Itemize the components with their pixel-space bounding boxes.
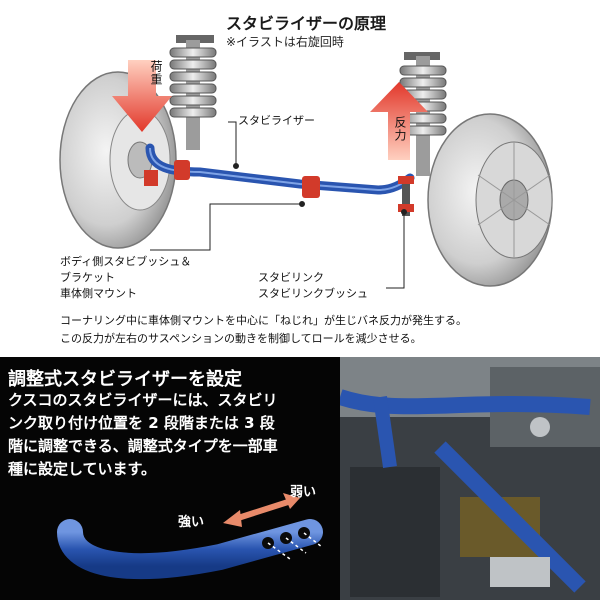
explanation-line-1: コーナリング中に車体側マウントを中心に「ねじれ」が生じバネ反力が発生する。 <box>60 314 467 327</box>
strong-tag: 強い <box>178 515 205 530</box>
load-label: 荷重 <box>149 60 163 86</box>
reaction-label: 反力 <box>393 116 407 142</box>
panel-body-line: 階に調整できる、調整式タイプを一部車 <box>8 437 278 455</box>
stabilizer-label: スタビライザー <box>238 114 315 127</box>
panel-title: 調整式スタビライザーを設定 <box>8 369 242 390</box>
stabilizer-principle-diagram: スタビライザーの原理 ※イラストは右旋回時 荷重 反力 スタビライザー ボディ側… <box>59 14 553 345</box>
weak-tag: 弱い <box>290 485 317 500</box>
diagram-subtitle: ※イラストは右旋回時 <box>226 35 344 49</box>
right-tire <box>427 113 553 287</box>
panel-body-line: 種に設定しています。 <box>8 460 157 478</box>
bush-left <box>174 160 190 180</box>
body-bush-label-2: ブラケット <box>60 271 115 284</box>
suspension-photo <box>340 357 600 600</box>
panel-body-line: クスコのスタビライザーには、スタビリ <box>8 391 278 409</box>
adjustable-stabilizer-panel: 調整式スタビライザーを設定 クスコのスタビライザーには、スタビリ ンク取り付け位… <box>0 357 600 600</box>
bush-center <box>302 176 320 198</box>
explanation-line-2: この反力が左右のサスペンションの動きを制御してロールを減少させる。 <box>60 332 422 345</box>
reaction-arrow <box>370 82 428 160</box>
link-bush-label: スタビリンクブッシュ <box>258 287 368 300</box>
body-bush-label-1: ボディ側スタビブッシュ＆ <box>60 255 192 268</box>
load-arrow <box>112 60 172 132</box>
adjustable-bar-illustration <box>57 493 323 580</box>
diagram-illustration <box>59 35 553 289</box>
panel-body-line: ンク取り付け位置を 2 段階または 3 段 <box>8 414 275 432</box>
body-mount-label: 車体側マウント <box>60 287 137 300</box>
link-right <box>402 176 410 216</box>
diagram-title: スタビライザーの原理 <box>226 14 387 33</box>
left-strut <box>169 35 217 150</box>
panel-body: クスコのスタビライザーには、スタビリ ンク取り付け位置を 2 段階または 3 段… <box>8 389 338 481</box>
link-label: スタビリンク <box>258 271 324 284</box>
